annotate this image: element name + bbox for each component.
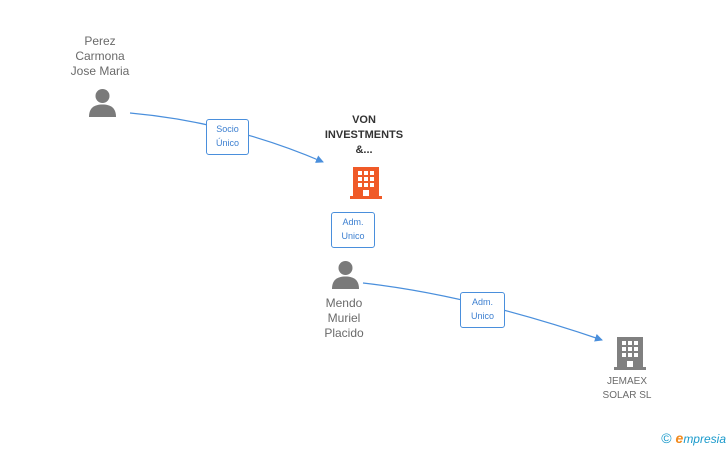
brand-logo-text: mpresia: [683, 432, 726, 446]
empresia-watermark: ©empresia: [661, 430, 726, 446]
node-label-perez: Perez Carmona Jose Maria: [70, 34, 130, 78]
building-icon[interactable]: [614, 336, 646, 370]
person-icon[interactable]: [331, 260, 360, 290]
node-label-jemaex: JEMAEX SOLAR SL: [602, 376, 652, 401]
edge-label-adm-unico-jemaex: Adm. Unico: [460, 292, 505, 328]
copyright-icon: ©: [661, 430, 672, 446]
node-label-von-investments: VON INVESTMENTS &...: [324, 114, 404, 156]
edge-label-adm-unico-von: Adm. Unico: [331, 212, 375, 248]
edge-label-socio-unico: Socio Único: [206, 119, 249, 155]
brand-logo-initial: e: [675, 430, 684, 446]
node-label-mendo: Mendo Muriel Placido: [324, 296, 364, 340]
person-icon[interactable]: [88, 88, 117, 118]
building-icon[interactable]: [350, 166, 382, 199]
